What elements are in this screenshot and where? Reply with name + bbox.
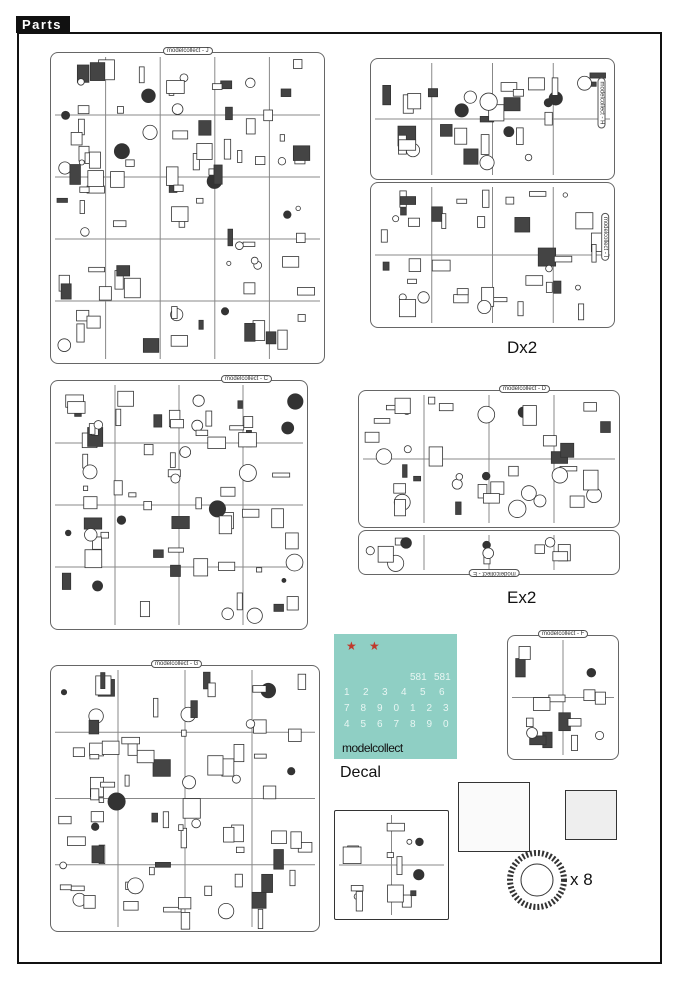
decal-brand: modelcollect xyxy=(342,741,403,755)
sprue-label: modelcollect - E xyxy=(469,569,520,577)
digit-decal: 7 xyxy=(393,719,400,730)
sprue-h: modelcollect - H xyxy=(370,58,615,180)
digit-decal: 3 xyxy=(443,703,449,714)
digit-decal: 1 xyxy=(410,703,416,714)
sprue-parts xyxy=(339,815,444,915)
sprue-c: modelcollect - C xyxy=(50,375,308,630)
digit-decal: 8 xyxy=(360,703,367,714)
sprue-i: modelcollect - I xyxy=(370,182,615,328)
digit-decal: 6 xyxy=(377,719,383,730)
sprue-parts xyxy=(365,535,571,572)
star-icon: ★ xyxy=(346,639,357,653)
sprue-parts xyxy=(55,670,315,930)
sprue-label: modelcollect - D xyxy=(499,385,551,393)
sprue-label: modelcollect - I xyxy=(601,212,610,262)
sprue-j: modelcollect - J xyxy=(50,47,325,364)
digit-decal: 7 xyxy=(344,703,350,714)
sprue-e: modelcollect - E xyxy=(358,530,620,577)
sprue-g: modelcollect - G xyxy=(50,660,320,932)
photo-etch-fret xyxy=(458,782,530,852)
sprue-label: modelcollect - G xyxy=(151,660,203,668)
digit-decal: 9 xyxy=(377,703,383,714)
sprue-f: modelcollect - F xyxy=(507,630,619,760)
sprue-parts xyxy=(375,63,610,175)
digit-decal: 0 xyxy=(443,719,449,730)
digit-decal: 2 xyxy=(426,703,433,714)
digit-decal: 8 xyxy=(410,719,416,730)
digit-decal: 5 xyxy=(420,687,426,698)
digit-decal: 2 xyxy=(363,687,369,698)
digit-decal: 9 xyxy=(426,719,433,730)
sprue-parts xyxy=(375,187,610,323)
parts-frame xyxy=(17,32,662,964)
sprue-parts xyxy=(55,57,320,359)
hull-number: 581 xyxy=(434,672,451,683)
sprue-parts xyxy=(512,640,614,755)
sprue-parts xyxy=(55,385,304,625)
decal-title: Decal xyxy=(340,764,381,781)
hull-number: 581 xyxy=(410,672,427,683)
sprue-label: modelcollect - J xyxy=(163,47,213,55)
page-title: Parts xyxy=(16,16,71,33)
digit-decal: 1 xyxy=(344,687,350,698)
sprue-label: modelcollect - F xyxy=(538,630,589,638)
hull-upper-part xyxy=(334,810,449,920)
digit-decal: 4 xyxy=(344,719,350,730)
quantity-d: Dx2 xyxy=(507,338,538,357)
road-wheel-icon xyxy=(507,850,567,910)
sprue-parts xyxy=(363,395,615,523)
sprue-label: modelcollect - C xyxy=(221,375,273,383)
digit-decal: 4 xyxy=(401,687,407,698)
photo-etch-fret xyxy=(565,790,617,840)
quantity-wheel: x 8 xyxy=(570,870,593,889)
digit-decal: 3 xyxy=(382,687,388,698)
quantity-e: Ex2 xyxy=(507,588,537,607)
digit-decal: 0 xyxy=(393,703,400,714)
digit-decal: 6 xyxy=(439,687,445,698)
sprue-label: modelcollect - H xyxy=(597,77,606,129)
digit-decal: 5 xyxy=(360,719,367,730)
star-icon: ★ xyxy=(369,639,380,653)
sprue-d: modelcollect - D xyxy=(358,385,620,528)
